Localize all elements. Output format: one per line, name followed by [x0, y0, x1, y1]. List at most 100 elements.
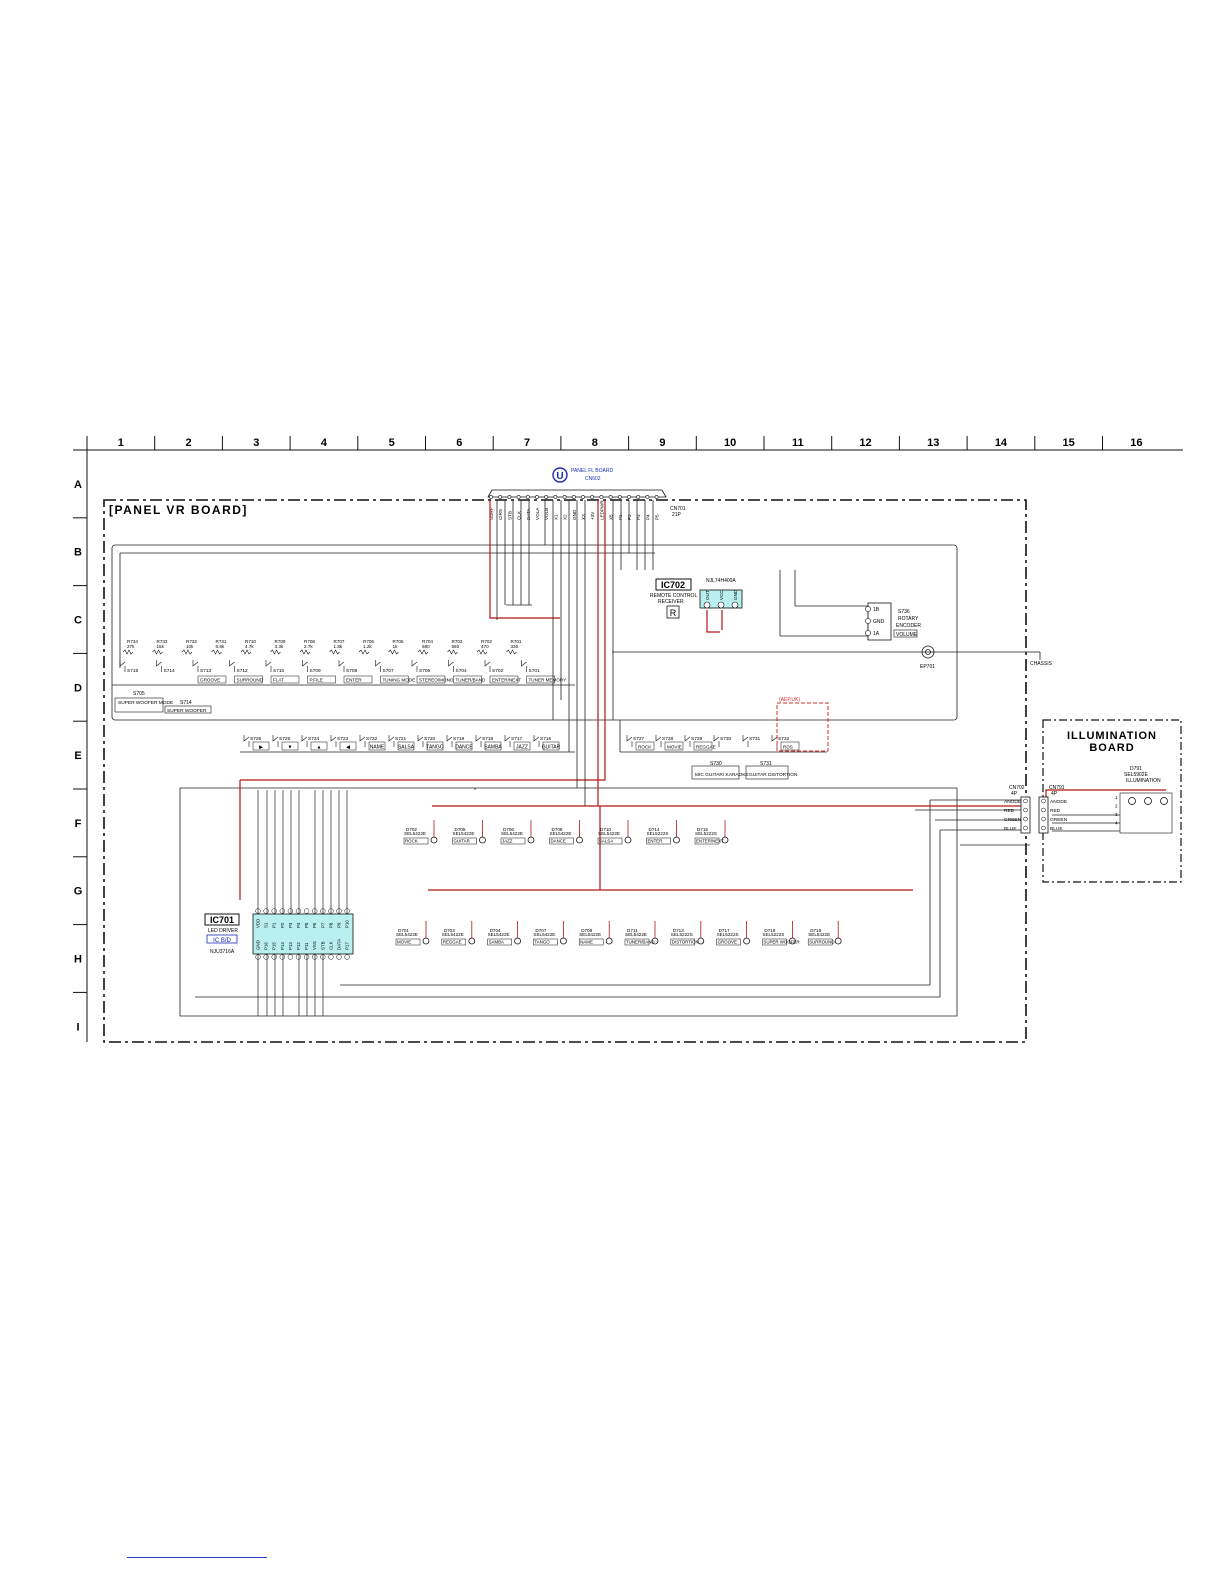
cn701-signal-label: X2 [563, 514, 568, 520]
led-symbol [743, 937, 750, 945]
ic702-ref: IC702 [661, 580, 685, 590]
led-label: DISTORTION [672, 940, 699, 945]
cn702-pin [1023, 816, 1028, 822]
led-label: JAZZ [502, 839, 513, 844]
led-part: SEL5422E [625, 932, 647, 937]
led-label: SALSA [599, 839, 613, 844]
cn701-pin [636, 495, 641, 499]
ic701-pin-label: S1 [264, 922, 269, 928]
grid-col-label: 6 [456, 437, 462, 449]
led-symbol [430, 836, 438, 844]
cn701-pin [516, 495, 521, 499]
switch-ref: S725 [279, 736, 291, 742]
switch-symbol [446, 735, 453, 747]
led-ref: D718 [764, 928, 775, 933]
led-label: SURROUND [809, 940, 834, 945]
resistor-ref: R732 [186, 639, 197, 644]
resistor-symbol [122, 649, 134, 655]
ic701-pin [336, 954, 342, 960]
switch-symbol [359, 735, 366, 747]
ic701-pin [287, 954, 294, 960]
cn702-signal-label: ANODE [1004, 799, 1021, 805]
row1-resistors: R73427kR73315kR73210kR7316.8kR7104.7kR70… [122, 639, 522, 655]
switch-label: GUITAR [542, 745, 561, 751]
rotary-encoder: S736 ROTARY ENCODER VOLUME [867, 602, 921, 641]
switch-label-box [780, 741, 800, 751]
ic701-pin [279, 954, 285, 960]
switch-ref: S710 [273, 668, 285, 674]
grid-frame [86, 449, 1183, 1042]
cn701-pin [553, 495, 558, 499]
ic701-pin-label: P16 [264, 942, 269, 950]
led-label-box [716, 938, 741, 946]
resistor-ref: R710 [245, 639, 256, 644]
switch-label-box [307, 675, 336, 684]
cn701-signal-label: P5 [655, 514, 660, 520]
illumination-diode [1160, 797, 1168, 805]
switch-ref: S731 [749, 736, 761, 742]
cn701-signal-label: P3 [636, 514, 641, 520]
switch-label: STEREO/MONO [419, 678, 454, 683]
grid-col-label: 8 [592, 437, 598, 449]
grid-col-label: 15 [1063, 437, 1075, 449]
led-symbol [576, 836, 583, 844]
footer-rule [127, 1557, 267, 1558]
switch-label-box [513, 741, 531, 751]
resistor-value: 27k [127, 644, 135, 649]
switch-ref: S702 [492, 668, 504, 674]
led-ref: D711 [627, 928, 638, 933]
ic701-ref: IC701 [210, 915, 234, 925]
row3-notes: (AEP,UK) S730 MIC GUITAR/ KARAOKE S731 G… [691, 697, 829, 780]
led-row-upper: D702SEL5422EROCKD705SEL5422EGUITARD706SE… [403, 820, 729, 845]
illumination-label: ILLUMINATION [1126, 778, 1161, 784]
led-part: SEL5222S [695, 831, 717, 836]
resistor-symbol [270, 649, 281, 655]
switch-symbol [302, 660, 308, 672]
switch-ref: S715 [127, 668, 139, 674]
switch-ref: S722 [366, 736, 378, 742]
encoder-pin-label: GND [873, 619, 885, 625]
ic701-pin-label: P10 [345, 920, 350, 928]
cn701-signal-label: P1 [618, 514, 623, 520]
amp-uk-note: (AEP,UK) [779, 697, 800, 703]
led-part: SEL5422E [396, 932, 418, 937]
switch-label-box [281, 741, 299, 751]
led-symbol [422, 937, 430, 945]
resistor-value: 680 [422, 644, 430, 649]
s714-ref: S714 [180, 700, 192, 706]
switch-ref: S724 [308, 736, 320, 742]
switch-label-box [380, 675, 409, 684]
switch-ref: S719 [453, 736, 465, 742]
switch-symbol [713, 735, 720, 747]
resistor-ref: R709 [275, 639, 286, 644]
switch-symbol [655, 735, 662, 747]
illumination-part: SEL5902E [1124, 772, 1149, 778]
illumination-pin-label: 2 [1115, 804, 1118, 809]
led-label: ENTER/NEXT [696, 839, 724, 844]
cn702-pins: 4P [1011, 791, 1018, 797]
grid-row-label: A [74, 479, 82, 491]
grid-col-label: 1 [118, 437, 124, 449]
cn791-pin [1041, 816, 1046, 822]
switch-label-box [693, 741, 713, 751]
led-part: SEL5422E [598, 831, 620, 836]
row2-switches: S726▶S725▼S724▲S723◀S722NAMES721SALSAS72… [243, 735, 561, 751]
switch-label-box [252, 741, 270, 751]
ic701-pin-label: P9 [337, 922, 342, 928]
led-ref: D709 [581, 928, 592, 933]
ic701-pin-label: P2 [280, 922, 285, 928]
switch-label: ▶ [259, 745, 263, 751]
switch-symbol [504, 735, 511, 747]
led-ref: D704 [490, 928, 501, 933]
switch-symbol [229, 660, 235, 672]
grid-col-label: 9 [659, 437, 665, 449]
cn791-pins: 4P [1051, 791, 1058, 797]
cn701-pin [562, 495, 567, 499]
led-part: SEL5422E [442, 932, 464, 937]
led-label-box [807, 938, 833, 946]
switch-label-box [310, 741, 328, 751]
ic701-pin-label: VSS [312, 941, 317, 950]
resistor-value: 10k [186, 644, 194, 649]
